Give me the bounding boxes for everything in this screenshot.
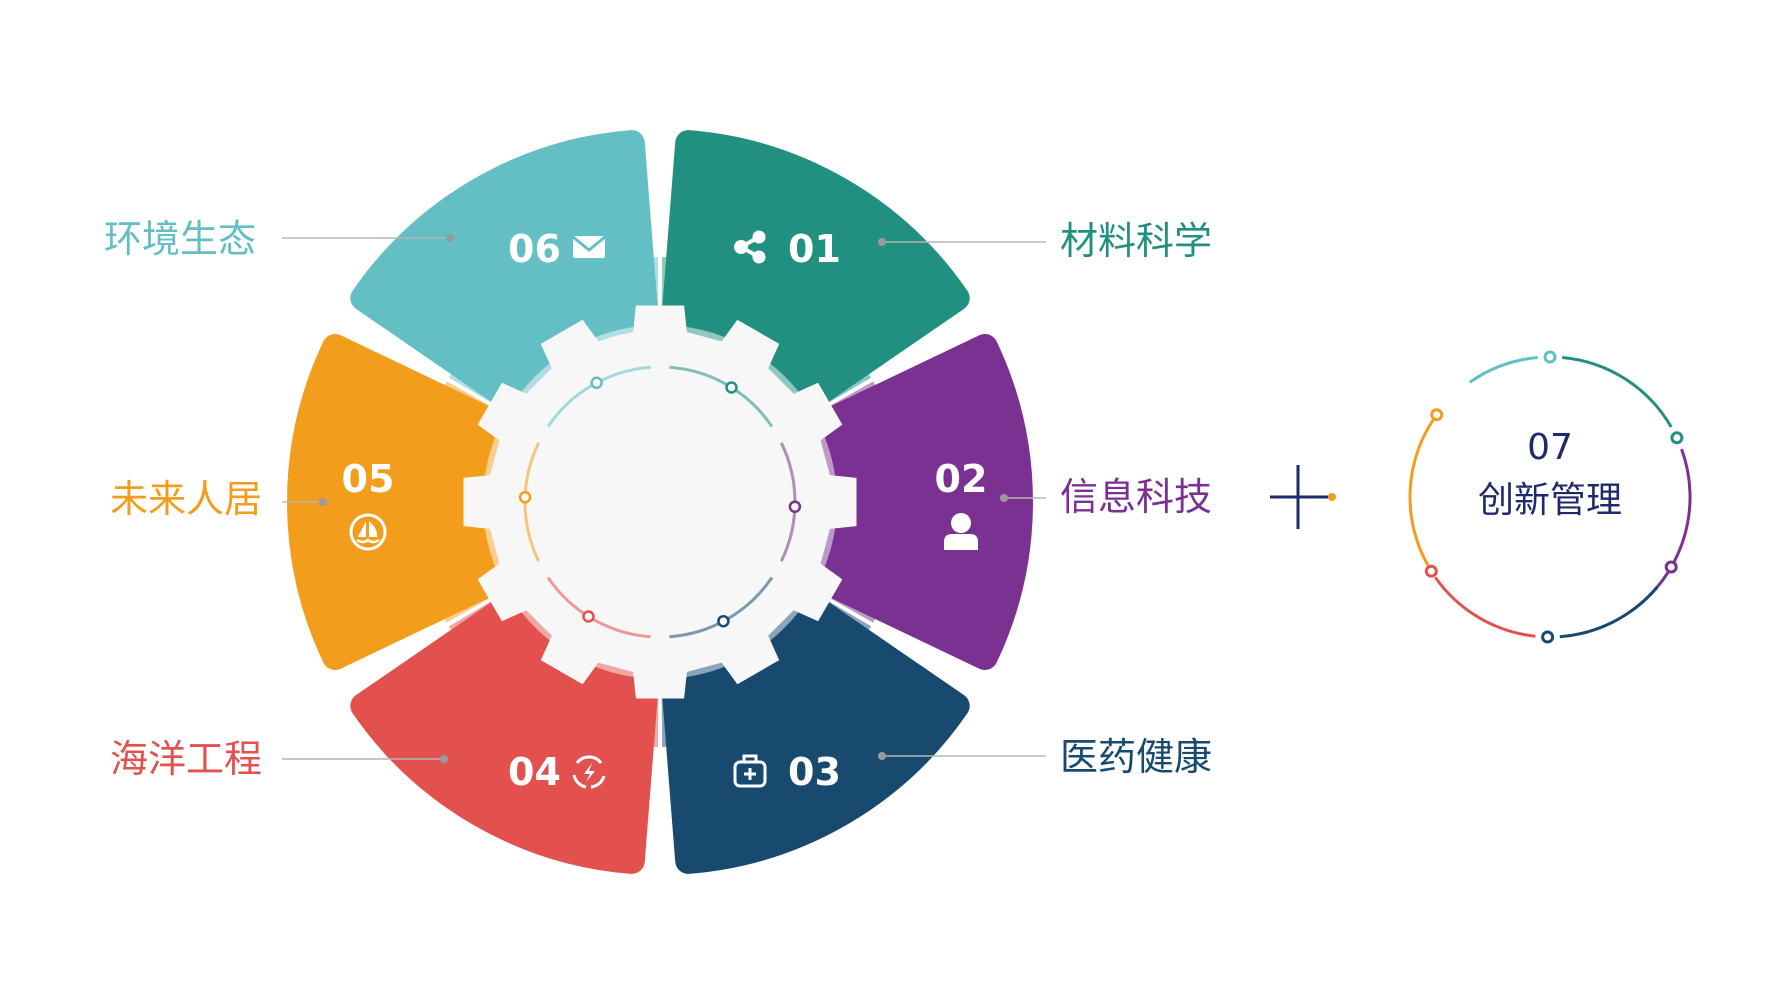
ring-dot-03 <box>717 614 730 628</box>
ring-dot-04 <box>582 610 595 623</box>
label-02: 信息科技 <box>1060 475 1212 519</box>
innovation-arc-6 <box>1408 413 1438 568</box>
innovation-number: 07 <box>1527 427 1573 468</box>
plus-icon <box>1270 465 1336 529</box>
innovation-dot-1 <box>1543 350 1557 364</box>
innovation-arc-5 <box>1434 576 1536 638</box>
segment-contents: 01 02 03 04 <box>342 227 988 794</box>
leader-05 <box>282 498 327 506</box>
segment-01-number: 01 <box>788 227 841 271</box>
segment-06-number: 06 <box>508 227 561 271</box>
innovation-dot-6 <box>1430 408 1444 422</box>
ring-dot-06 <box>590 376 603 390</box>
segment-01-content: 01 <box>734 227 841 271</box>
label-04: 海洋工程 <box>110 737 262 781</box>
label-06: 环境生态 <box>104 217 256 261</box>
innovation-label: 创新管理 <box>1478 480 1622 521</box>
segment-02-content: 02 <box>935 457 988 550</box>
share-icon <box>734 230 766 264</box>
leader-01 <box>878 238 1046 246</box>
leader-lines <box>282 234 1046 763</box>
energy-cycle-icon <box>572 755 606 789</box>
innovation-arc-3 <box>1629 448 1692 613</box>
innovation-dot-2 <box>1670 431 1684 445</box>
innovation-arc-4 <box>1559 586 1659 639</box>
innovation-arc-1 <box>1468 356 1538 384</box>
innovation-circle <box>1408 350 1692 644</box>
segment-05-content: 05 <box>342 457 395 551</box>
inner-ring <box>518 365 802 639</box>
ring-dot-02 <box>788 500 802 513</box>
ring-dot-01 <box>725 381 738 394</box>
medical-bag-icon <box>733 754 767 788</box>
label-03: 医药健康 <box>1060 735 1212 779</box>
innovation-dot-5 <box>1424 564 1438 578</box>
innovation-dot-3 <box>1664 560 1678 574</box>
center-gear <box>463 305 857 699</box>
segment-03-content: 03 <box>733 750 841 794</box>
label-05: 未来人居 <box>110 477 262 521</box>
ring-dot-05 <box>518 491 532 504</box>
leader-04 <box>282 755 448 763</box>
segment-04-content: 04 <box>508 750 606 794</box>
segment-04-number: 04 <box>508 750 561 794</box>
user-icon <box>944 513 978 550</box>
innovation-arc-2 <box>1562 356 1673 428</box>
segment-03-number: 03 <box>788 750 841 794</box>
leader-03 <box>878 752 1046 760</box>
segment-02-number: 02 <box>935 457 988 501</box>
segment-labels: 材料科学 信息科技 医药健康 海洋工程 未来人居 环境生态 <box>104 217 1212 781</box>
leader-06 <box>282 234 454 242</box>
segment-05-number: 05 <box>342 457 395 501</box>
innovation-dot-4 <box>1541 630 1555 644</box>
mail-icon <box>572 235 606 258</box>
label-01: 材料科学 <box>1060 219 1212 263</box>
leader-02 <box>1000 494 1046 502</box>
sailboat-icon <box>349 513 387 551</box>
center-circle <box>518 360 802 644</box>
segment-06-content: 06 <box>508 227 606 271</box>
